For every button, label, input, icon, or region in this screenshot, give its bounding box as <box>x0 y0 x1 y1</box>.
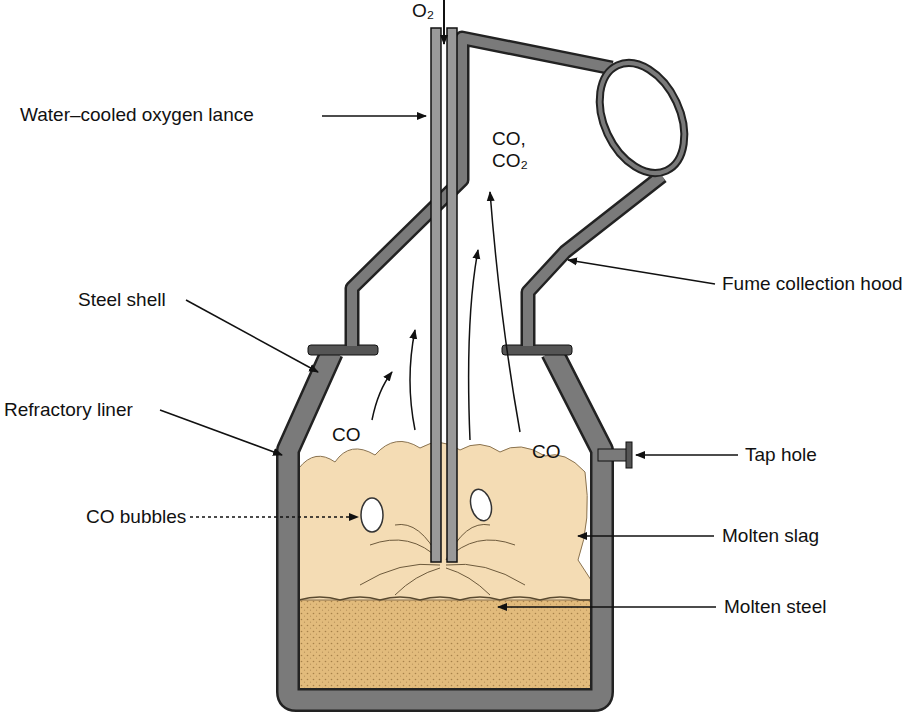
part-name: Molten steel <box>724 596 826 618</box>
molten-slag <box>299 441 591 600</box>
gas-label: O₂ <box>412 0 434 22</box>
steel-shell <box>288 352 602 700</box>
tap-hole-flange <box>626 442 632 468</box>
gas-label: CO <box>532 441 561 463</box>
oxygen-arrow <box>443 0 445 44</box>
slag-steel-interface <box>299 597 591 600</box>
gas-label: CO, CO₂ <box>492 128 538 172</box>
flange <box>308 345 378 355</box>
lance-tube <box>431 28 441 562</box>
part-name: Refractory liner <box>4 399 133 421</box>
fume-collection-hood <box>352 38 701 346</box>
jet-swirls <box>360 524 525 595</box>
part-name: Steel shell <box>78 289 166 311</box>
gas-label: CO <box>332 424 361 446</box>
part-name: Molten slag <box>722 525 819 547</box>
part-name: Tap hole <box>745 444 817 466</box>
refractory-liner <box>288 352 602 700</box>
co-bubble <box>467 487 495 523</box>
part-name: CO bubbles <box>86 506 186 528</box>
co-bubble <box>361 498 383 532</box>
lance-tube <box>447 28 457 562</box>
part-name: Water–cooled oxygen lance <box>20 104 254 126</box>
leader-lines <box>160 116 738 607</box>
part-name: Fume collection hood <box>722 273 903 295</box>
molten-steel <box>299 598 591 689</box>
tap-hole-pipe <box>598 449 628 461</box>
gas-flow-arrows <box>372 192 520 440</box>
flange <box>502 345 572 355</box>
